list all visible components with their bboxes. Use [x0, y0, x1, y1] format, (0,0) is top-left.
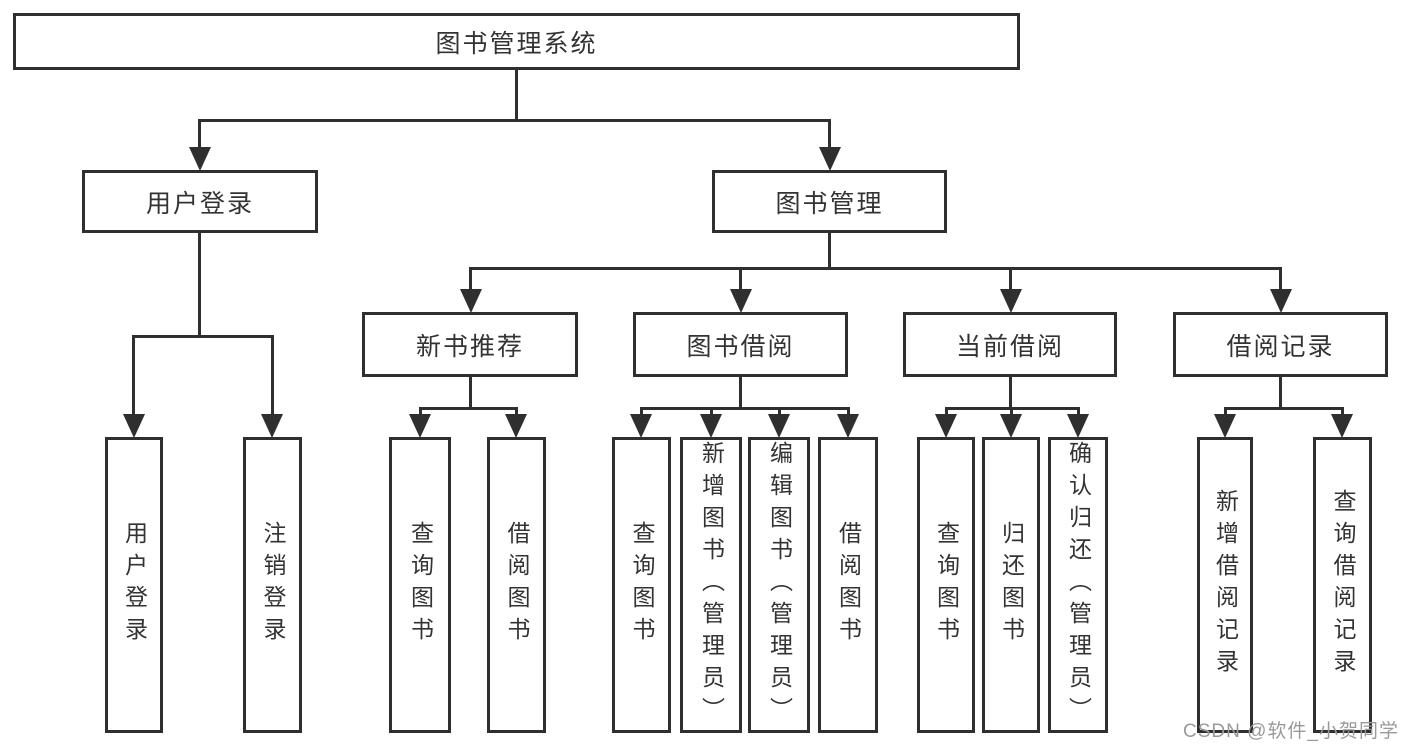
- connector-line: [515, 70, 518, 120]
- connector-line: [1224, 407, 1343, 410]
- node-label: 用户登录: [121, 521, 148, 649]
- connector-line: [469, 267, 1282, 270]
- node-label: 新增借阅记录: [1212, 489, 1239, 681]
- connector-line: [271, 335, 274, 417]
- node-br-query-borrow-record: 查询借阅记录: [1313, 437, 1372, 733]
- arrowhead-down-icon: [700, 414, 722, 438]
- node-bb-query-books: 查询图书: [612, 437, 671, 733]
- node-nbr-query-books: 查询图书: [389, 437, 451, 733]
- arrowhead-down-icon: [409, 414, 431, 438]
- node-book-borrowing: 图书借阅: [633, 312, 848, 377]
- connector-line: [1009, 267, 1012, 292]
- connector-line: [1009, 377, 1012, 408]
- connector-line: [515, 407, 518, 416]
- node-new-book-recommendation: 新书推荐: [362, 312, 578, 377]
- connector-line: [1077, 407, 1080, 416]
- connector-line: [198, 233, 201, 336]
- node-label: 查询图书: [933, 521, 960, 649]
- arrowhead-down-icon: [1214, 414, 1236, 438]
- node-label: 注销登录: [260, 521, 286, 649]
- node-label: 查询图书: [629, 521, 655, 649]
- arrowhead-down-icon: [935, 414, 957, 438]
- connector-line: [199, 119, 831, 122]
- arrowhead-down-icon: [837, 414, 859, 438]
- node-label: 查询图书: [407, 521, 434, 649]
- connector-line: [419, 407, 422, 416]
- node-book-management: 图书管理: [712, 170, 947, 233]
- csdn-watermark: CSDN @软件_小贺同学: [1183, 721, 1399, 742]
- node-cb-confirm-return-admin: 确认归还（管理员）: [1048, 437, 1108, 733]
- connector-line: [710, 407, 713, 416]
- node-label: 新增图书（管理员）: [698, 441, 725, 729]
- connector-line: [469, 267, 472, 292]
- arrowhead-down-icon: [261, 414, 283, 438]
- node-user-login-leaf: 用户登录: [105, 437, 163, 733]
- connector-line: [419, 407, 518, 410]
- connector-line: [828, 233, 831, 268]
- node-current-borrowing: 当前借阅: [903, 312, 1117, 377]
- node-label: 归还图书: [998, 521, 1025, 649]
- node-label: 编辑图书（管理员）: [766, 441, 793, 729]
- node-label: 借阅图书: [504, 521, 530, 649]
- connector-line: [132, 335, 135, 417]
- arrowhead-down-icon: [768, 414, 790, 438]
- arrowhead-down-icon: [505, 414, 527, 438]
- arrowhead-down-icon: [189, 147, 211, 171]
- connector-line: [778, 407, 781, 416]
- connector-line: [1224, 407, 1227, 416]
- arrowhead-down-icon: [730, 289, 752, 313]
- node-user-login: 用户登录: [82, 170, 318, 233]
- node-label: 图书管理: [775, 189, 884, 218]
- arrowhead-down-icon: [460, 289, 482, 313]
- node-label: 借阅记录: [1226, 332, 1335, 361]
- connector-line: [198, 119, 201, 151]
- node-logout-login: 注销登录: [243, 437, 302, 733]
- connector-line: [469, 377, 472, 408]
- node-label: 当前借阅: [955, 332, 1064, 361]
- arrowhead-down-icon: [1000, 289, 1022, 313]
- connector-line: [133, 335, 274, 338]
- connector-line: [1279, 267, 1282, 292]
- node-label: 图书借阅: [686, 332, 795, 361]
- node-label: 借阅图书: [835, 521, 862, 649]
- node-bb-borrow-books: 借阅图书: [818, 437, 878, 733]
- node-bb-add-books-admin: 新增图书（管理员）: [680, 437, 742, 733]
- node-label: 图书管理系统: [435, 29, 598, 58]
- connector-line: [847, 407, 850, 416]
- connector-line: [1010, 407, 1013, 416]
- connector-line: [640, 407, 849, 410]
- arrowhead-down-icon: [1270, 289, 1292, 313]
- node-br-add-borrow-record: 新增借阅记录: [1197, 437, 1253, 733]
- arrowhead-down-icon: [123, 414, 145, 438]
- node-cb-query-books: 查询图书: [917, 437, 975, 733]
- node-label: 查询借阅记录: [1330, 489, 1356, 681]
- arrowhead-down-icon: [630, 414, 652, 438]
- connector-line: [945, 407, 948, 416]
- node-library-management-system: 图书管理系统: [13, 13, 1020, 70]
- arrowhead-down-icon: [1000, 414, 1022, 438]
- node-borrowing-records: 借阅记录: [1173, 312, 1388, 377]
- node-nbr-borrow-books: 借阅图书: [487, 437, 546, 733]
- arrowhead-down-icon: [819, 147, 841, 171]
- node-label: 新书推荐: [415, 332, 524, 361]
- connector-line: [828, 119, 831, 151]
- node-label: 确认归还（管理员）: [1065, 441, 1092, 729]
- node-bb-edit-books-admin: 编辑图书（管理员）: [748, 437, 810, 733]
- node-cb-return-books: 归还图书: [982, 437, 1040, 733]
- arrowhead-down-icon: [1067, 414, 1089, 438]
- node-label: 用户登录: [145, 189, 254, 218]
- connector-line: [1341, 407, 1344, 416]
- arrowhead-down-icon: [1331, 414, 1353, 438]
- connector-line: [739, 267, 742, 292]
- connector-line: [1279, 377, 1282, 408]
- connector-line: [739, 377, 742, 408]
- connector-line: [640, 407, 643, 416]
